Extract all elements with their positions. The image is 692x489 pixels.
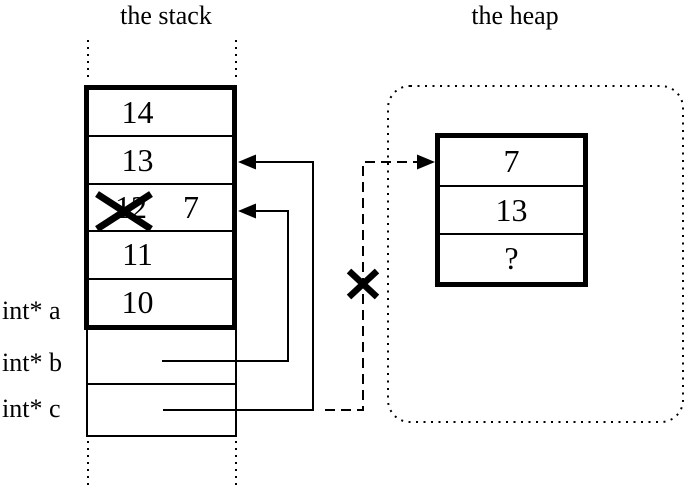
pointer-cell-b bbox=[88, 330, 235, 385]
stack-cell-10: 10 bbox=[89, 280, 232, 325]
stack-cell-13: 13 bbox=[89, 137, 232, 185]
heap-cell-13: 13 bbox=[440, 187, 583, 236]
dangling-pointer-dashed-line bbox=[325, 161, 417, 411]
pointer-c-arrowhead-icon bbox=[238, 154, 256, 170]
pointer-label-b: int* b bbox=[2, 348, 62, 377]
stack-cell-value: 10 bbox=[121, 283, 154, 320]
heap-title: the heap bbox=[471, 1, 559, 30]
crossed-out-old-value: 12 bbox=[115, 189, 147, 226]
heap-cell-value: 13 bbox=[495, 191, 528, 228]
heap-cell-value: ? bbox=[504, 240, 519, 277]
pointer-cells-box bbox=[86, 330, 237, 437]
dangling-pointer-arrowhead-icon bbox=[417, 154, 435, 170]
stack-cell-value: 13 bbox=[121, 141, 154, 178]
heap-cell-7: 7 bbox=[440, 138, 583, 187]
stack-cell-value: 14 bbox=[121, 94, 154, 131]
heap-cell-unknown: ? bbox=[440, 235, 583, 282]
stack-cell-value: 11 bbox=[122, 236, 153, 273]
heap-block-box: 7 13 ? bbox=[435, 133, 588, 287]
stack-cell-14: 14 bbox=[89, 90, 232, 138]
stack-cell-new-value: 7 bbox=[183, 189, 199, 226]
stack-title: the stack bbox=[120, 1, 212, 30]
pointer-b-arrowhead-icon bbox=[238, 203, 256, 219]
pointer-label-a: int* a bbox=[2, 296, 61, 325]
pointer-label-c: int* c bbox=[2, 394, 61, 423]
pointer-cell-c bbox=[88, 385, 235, 437]
x-mark-icon bbox=[346, 268, 380, 300]
stack-frame-box: 14 13 12 7 11 10 bbox=[84, 85, 237, 330]
stack-cell-crossed: 12 7 bbox=[89, 185, 232, 233]
heap-cell-value: 7 bbox=[503, 142, 520, 179]
stack-cell-11: 11 bbox=[89, 232, 232, 280]
